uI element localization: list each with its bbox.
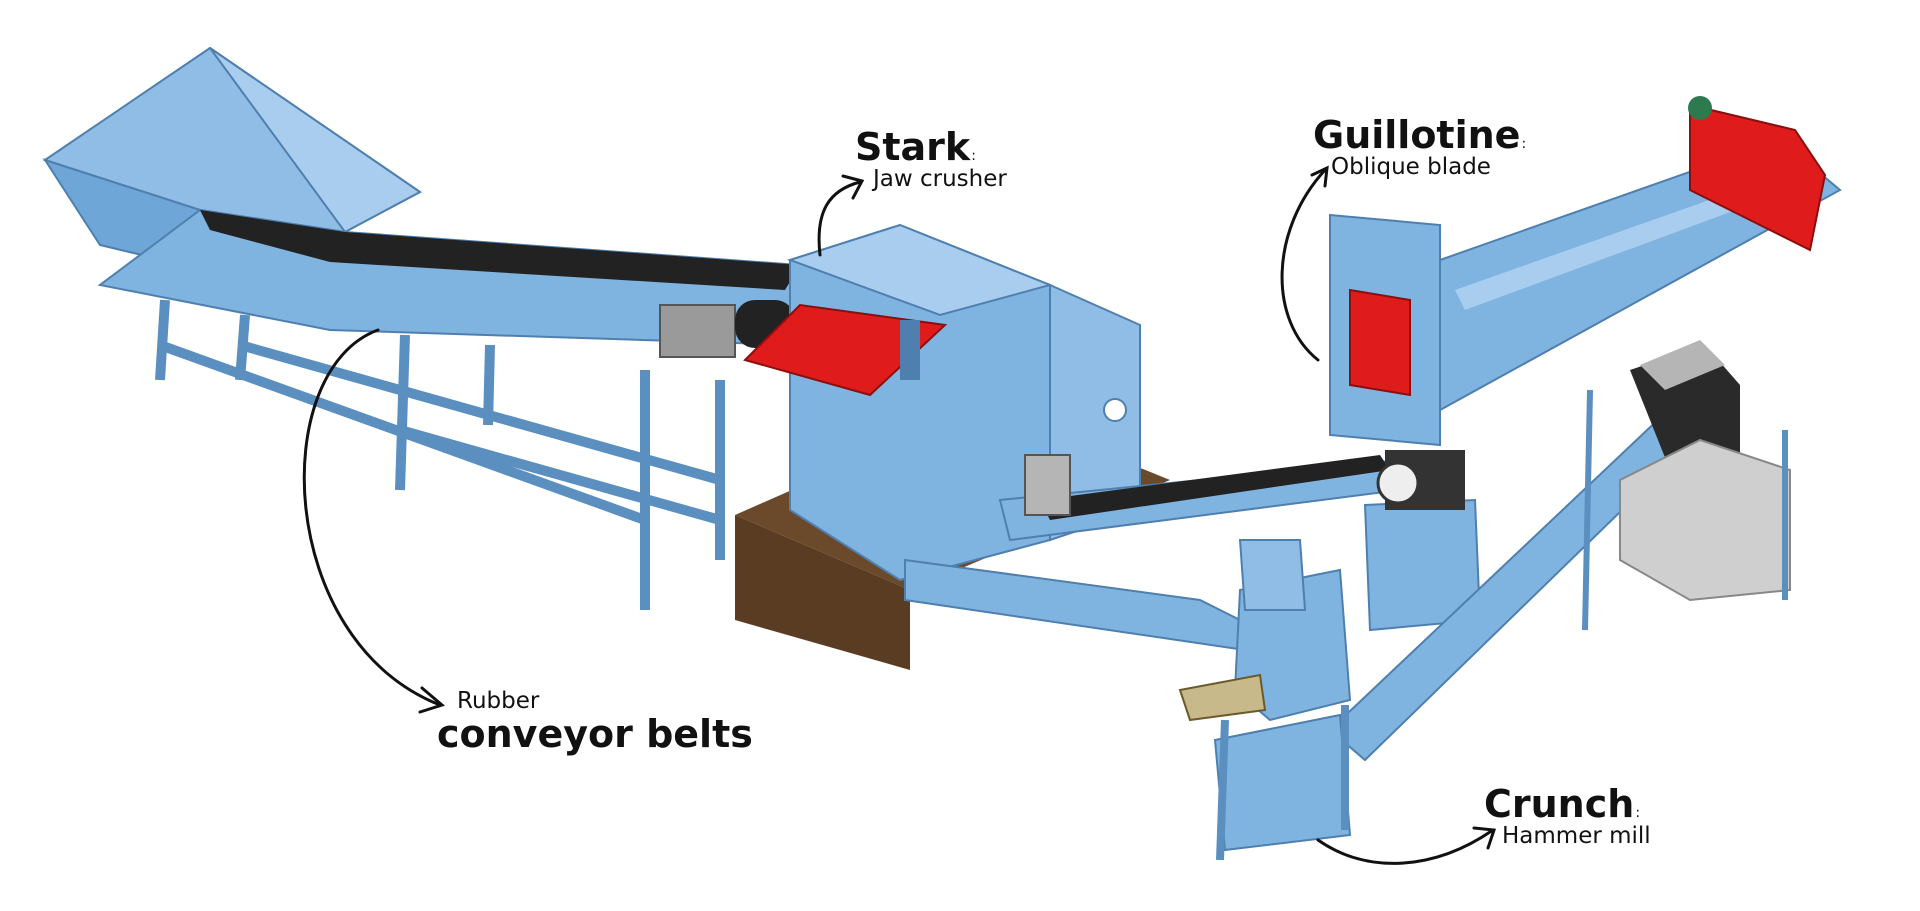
stark-arrow-head	[841, 174, 865, 200]
crunch-arrow-head	[1472, 826, 1497, 850]
crunch-title: Crunch	[1484, 782, 1635, 826]
guillotine-label: Guillotine: Oblique blade	[1313, 116, 1526, 179]
jaw-crusher	[735, 223, 1170, 670]
conveyor-prefix: Rubber	[457, 688, 540, 714]
crunch-colon: :	[1635, 805, 1641, 821]
guillotine-colon: :	[1521, 136, 1527, 152]
crunch-label: Crunch: Hammer mill	[1484, 785, 1651, 848]
conveyor-title: conveyor belts	[437, 712, 753, 756]
stark-title: Stark	[855, 125, 971, 169]
guillotine-arrow-head	[1310, 165, 1329, 188]
annotation-arrows	[302, 165, 1497, 865]
guillotine	[1329, 96, 1842, 632]
feed-conveyor	[42, 46, 801, 610]
stark-arrow	[817, 180, 862, 257]
stark-label: Stark: Jaw crusher	[855, 128, 1007, 191]
guillotine-subtitle: Oblique blade	[1331, 154, 1491, 180]
conveyor-label: Rubber conveyor belts	[437, 688, 753, 756]
conveyor-arrow-head	[418, 686, 446, 714]
conveyor-arrow	[302, 328, 442, 707]
crunch-arrow	[1316, 828, 1495, 865]
guillotine-arrow	[1280, 168, 1327, 362]
crunch-subtitle: Hammer mill	[1502, 823, 1651, 849]
stark-colon: :	[971, 148, 976, 164]
guillotine-title: Guillotine	[1313, 113, 1521, 157]
transfer-conveyors	[904, 454, 1401, 652]
stark-subtitle: Jaw crusher	[873, 166, 1007, 192]
hammer-mill	[1178, 539, 1352, 861]
outfeed-elevator	[1328, 340, 1791, 762]
